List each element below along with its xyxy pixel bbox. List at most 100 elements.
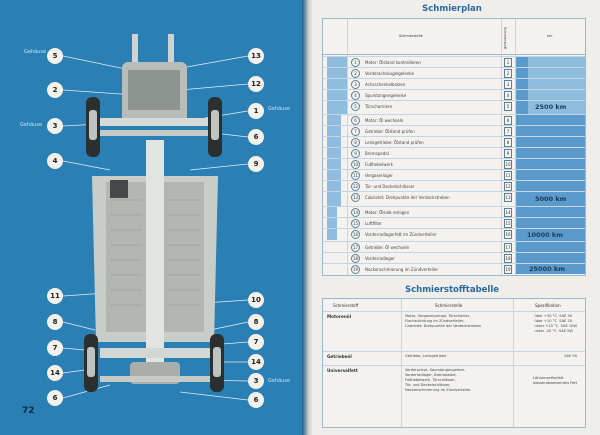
table-row: 18 Vorderradlager 18 [323,252,585,263]
schmierstoff-mark: 10 [504,160,512,169]
schmierstoff-mark: 3 [504,80,512,89]
lubricant-name: Motorenöl [327,314,352,319]
row-text: Vergaserlager [365,173,393,178]
symbol-circle: 12 [351,182,360,191]
callout-number: 14 [248,354,264,370]
symbol-circle: 2 [351,69,360,78]
callout-number: 7 [248,334,264,350]
row-text: Achsschenkelbolzen [365,82,406,87]
schmierstoff-mark: 7 [504,127,512,136]
callout-number: 6 [47,390,63,406]
symbol-circle: 18 [351,254,360,263]
schmierstoff-mark: 14 [504,208,512,217]
table-row: 12 Tür- und Deckelschlösser 12 [323,180,585,191]
schmierplan-title: Schmierplan [422,4,482,14]
left-page: Gehäuse Gehäuse Gehäuse Gehäuse 5 2 3 4 … [0,0,306,435]
schmierstoff-mark: 6 [504,116,512,125]
symbol-circle: 13 [351,193,360,202]
interval-25000: 25000 km [529,265,565,273]
callout-number: 4 [47,153,63,169]
row-text: Vorderradlagerfett im Zündverteiler [365,232,437,237]
symbol-circle: 9 [351,149,360,158]
callout-number: 11 [47,288,63,304]
callout-number: 14 [47,365,63,381]
symbol-circle: 8 [351,138,360,147]
header-schmierstelle: Schmierstelle [399,34,423,38]
symbol-circle: 7 [351,127,360,136]
symbol-circle: 5 [351,102,360,111]
callout-number: 3 [47,118,63,134]
table-row: 13 Cabriolet: Drehpunkte der Verdeckstreb… [323,191,585,202]
row-text: Cabriolet: Drehpunkte der Verdeckstreben [365,195,450,200]
row-text: Luftfilter [365,221,382,226]
schmierstoff-mark: 11 [504,171,512,180]
row-text: Spurstangengelenke [365,93,407,98]
lubricant-spec: SAE 90 [564,354,577,358]
table-row: 11 Vergaserlager 11 [323,169,585,180]
side-label: Gehäuse [20,122,43,128]
side-label: Gehäuse [268,378,291,384]
row-text: Tür- und Deckelschlösser [365,184,415,189]
lubricant-name: Getriebeöl [327,354,352,359]
schmierstofftabelle-table: Schmierstoff Schmierstelle Spezifikation… [322,298,586,428]
side-label: Gehäuse [268,106,291,112]
schmierstoff-mark: 19 [504,265,512,274]
schmierstoff-mark: 18 [504,254,512,263]
table-row: 14 Motor: Ölsieb reinigen 14 [323,206,585,217]
header-schmierstelle: Schmierstelle [435,303,463,308]
callout-number: 6 [248,392,264,408]
row-text: Motor: Ölsieb reinigen [365,210,410,215]
header-schmierstoff: Schmierstoff [503,27,507,50]
symbol-circle: 4 [351,91,360,100]
schmierstoff-mark: 17 [504,243,512,252]
header-spezifikation: Spezifikation [535,303,561,308]
schmierstoff-mark: 8 [504,138,512,147]
interval-2500: 2500 km [535,103,567,111]
symbol-circle: 14 [351,208,360,217]
right-page: Schmierplan Schmierstelle Schmierstoff k… [312,0,600,435]
interval-10000: 10000 km [527,231,563,239]
table-row: Getriebeöl Getriebe, Lenkgetriebe SAE 90 [323,351,585,365]
side-label: Gehäuse [24,49,47,55]
callout-number: 12 [248,76,264,92]
table-header: Schmierstelle Schmierstoff km [323,19,585,275]
row-text: Getriebe: Ölstand prüfen [365,129,415,134]
row-text: Nockenschmierung im Zündverteiler [365,267,439,272]
row-text: Vorderachskugelgelenke [365,71,414,76]
callout-number: 3 [248,373,264,389]
row-text: Türscharniere [365,104,393,109]
lubricant-use: Vorderachse, Spurstangengelenk, Vorderra… [405,368,471,392]
row-text: Getriebe: Öl wechseln [365,245,410,250]
lubricant-use: Getriebe, Lenkgetriebe [405,354,447,358]
interval-5000: 5000 km [535,195,567,203]
schmierstoff-mark: 9 [504,149,512,158]
header-schmierstoff: Schmierstoff [333,303,359,308]
row-text: Vorderradlager [365,256,395,261]
schmierstoff-mark: 15 [504,219,512,228]
symbol-circle: 11 [351,171,360,180]
callout-number: 10 [248,292,264,308]
row-text: Motor: Öl wechseln [365,118,404,123]
callout-number: 8 [47,314,63,330]
callout-number: 9 [248,156,264,172]
symbol-circle: 15 [351,219,360,228]
row-text: Bremspedal [365,151,389,156]
table-row: Motorenöl Motor, Vergaserpumpe, Türschan… [323,311,585,351]
interval-band [528,56,585,114]
table-row: 15 Luftfilter 15 [323,217,585,228]
row-text: Motor: Ölstand kontrollieren [365,60,421,65]
schmierstoff-mark: 12 [504,182,512,191]
row-text: Fußhebelwerk [365,162,393,167]
callout-number: 7 [47,340,63,356]
callout-number: 8 [248,314,264,330]
callout-number: 1 [248,103,264,119]
